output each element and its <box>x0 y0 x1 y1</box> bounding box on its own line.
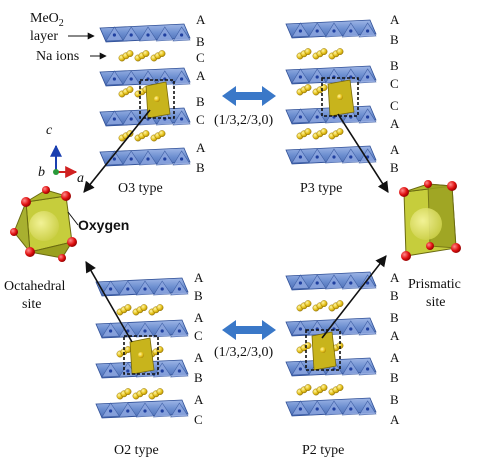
oxygen-label: Oxygen <box>78 217 129 233</box>
oxygen-pointer <box>67 211 79 226</box>
transform-label-bottom: (1/3,2/3,0) <box>214 345 273 360</box>
stacking-letter: B <box>390 58 399 73</box>
stacking-letter: B <box>390 392 399 407</box>
stacking-letter: A <box>194 270 204 285</box>
stacking-letter: B <box>194 288 203 303</box>
stacking-letter: A <box>390 142 400 157</box>
stacking-letter: B <box>196 34 205 49</box>
oxygen-atom <box>10 228 18 236</box>
na-ion-row <box>296 384 344 396</box>
stacking-letter: A <box>390 412 400 427</box>
octahedral-site-label: site <box>22 297 41 312</box>
stacking-letter: B <box>390 32 399 47</box>
oxygen-atom <box>21 197 31 207</box>
oxygen-atom <box>426 242 434 250</box>
stacking-letter: B <box>390 370 399 385</box>
oxygen-atom <box>42 186 50 194</box>
stacking-letter: A <box>196 12 206 27</box>
octahedral-label: Octahedral <box>4 279 66 294</box>
stacking-letter: A <box>390 116 400 131</box>
axis-a-label: a <box>77 171 84 186</box>
o2-type-label: O2 type <box>114 443 159 458</box>
na-ions-label: Na ions <box>36 49 79 64</box>
meo2-slab <box>285 19 377 39</box>
na-ion-row <box>118 50 166 62</box>
meo2-slab <box>99 67 191 87</box>
stacking-letter: A <box>390 328 400 343</box>
meo2-slab <box>95 319 189 339</box>
layer-label: layer <box>30 29 58 44</box>
meo2-slab <box>99 147 191 167</box>
meo2-slab <box>95 399 189 419</box>
na-ion-row <box>296 48 344 60</box>
oxygen-atom <box>67 237 77 247</box>
oxygen-atom <box>58 254 66 262</box>
oxygen-atom <box>25 247 35 257</box>
oxygen-atom <box>401 251 411 261</box>
na-ion-row <box>116 388 164 400</box>
stacking-letter: B <box>390 310 399 325</box>
oxygen-atom <box>424 180 432 188</box>
stacking-letter: A <box>196 140 206 155</box>
oxygen-atom <box>451 243 461 253</box>
stacking-letter: A <box>390 350 400 365</box>
stacking-letter: B <box>194 370 203 385</box>
stacking-letter: A <box>390 270 400 285</box>
stacking-letter: C <box>390 98 399 113</box>
stacking-letter: C <box>194 328 203 343</box>
o3-to-octahedral-arrow <box>83 109 151 193</box>
o3-type-label: O3 type <box>118 181 163 196</box>
prismatic-label: Prismatic <box>408 277 461 292</box>
stacking-letter: A <box>196 68 206 83</box>
octahedral-site-model <box>10 186 77 262</box>
stacking-letter: B <box>390 288 399 303</box>
oxygen-atom <box>447 181 457 191</box>
meo2-slab <box>99 23 191 43</box>
p3-type-label: P3 type <box>300 181 342 196</box>
stacking-letter: A <box>194 392 204 407</box>
stacking-letter: B <box>196 160 205 175</box>
meo2-slab <box>285 271 377 291</box>
site-highlight-box <box>305 329 341 371</box>
stacking-letter: C <box>194 412 203 427</box>
p2-type-label: P2 type <box>302 443 344 458</box>
meo2-label: MeO2 <box>30 11 64 29</box>
transform-arrow-top <box>222 86 276 106</box>
stacking-letter: C <box>390 76 399 91</box>
meo2-slab <box>95 277 189 297</box>
p3-to-prismatic-arrow <box>337 113 389 193</box>
meo2-slab <box>285 65 377 85</box>
stacking-letter: A <box>194 310 204 325</box>
transform-label-top: (1/3,2/3,0) <box>214 113 273 128</box>
stacking-letter: A <box>194 350 204 365</box>
na-ion-row <box>296 300 344 312</box>
na-ion-row <box>296 128 344 140</box>
axis-triad: c b a <box>38 123 84 186</box>
oxygen-atom <box>399 187 409 197</box>
prismatic-site-label: site <box>426 295 445 310</box>
oxygen-atom <box>61 191 71 201</box>
stacking-letter: A <box>390 12 400 27</box>
meo2-slab <box>285 317 377 337</box>
stacking-letter: C <box>196 112 205 127</box>
transform-arrow-bottom <box>222 320 276 340</box>
site-highlight-box <box>139 79 175 119</box>
na-ion-row <box>116 304 164 316</box>
stacking-letter: C <box>196 50 205 65</box>
meo2-slab <box>285 397 377 417</box>
p2-to-prismatic-arrow <box>321 255 387 339</box>
meo2-slab <box>285 145 377 165</box>
axis-c-label: c <box>46 123 53 138</box>
o2-to-octahedral-arrow <box>85 261 133 343</box>
stacking-letter: B <box>196 94 205 109</box>
prismatic-site-model <box>399 180 461 261</box>
site-highlight-box <box>123 335 159 375</box>
axis-b-label: b <box>38 165 45 180</box>
stacking-letter: B <box>390 160 399 175</box>
